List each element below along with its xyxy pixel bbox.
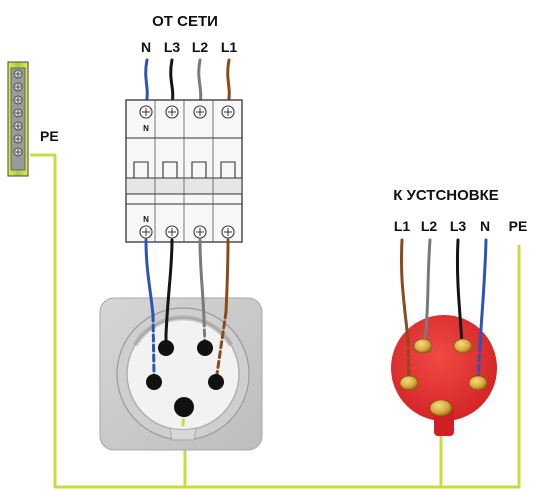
- plug-pins: [399, 338, 488, 417]
- target-label-l2: L2: [421, 218, 438, 234]
- plug-pin-n: [468, 375, 488, 391]
- source-label-l2: L2: [192, 39, 209, 55]
- target-label-l1: L1: [394, 218, 411, 234]
- plug-wire-n: [478, 238, 488, 347]
- plug-pin-l3: [453, 338, 473, 354]
- breaker-n-mark-top: N: [143, 124, 149, 133]
- target-title: К УСТСНОВКЕ: [393, 187, 499, 204]
- pe-busbar: [7, 61, 29, 177]
- source-label-n: N: [141, 39, 151, 55]
- target-label-n: N: [480, 218, 490, 234]
- breaker-n-mark-bottom: N: [143, 215, 149, 224]
- input-wire-l3: [169, 58, 175, 106]
- socket-wire-l3: [164, 238, 174, 337]
- target-label-l3: L3: [450, 218, 467, 234]
- plug-pin-pe: [429, 399, 453, 417]
- input-wire-l2: [197, 58, 203, 106]
- socket-contact-l3: [158, 340, 174, 356]
- socket-wire-l1: [224, 238, 230, 314]
- source-label-l3: L3: [164, 39, 181, 55]
- source-label-l1: L1: [221, 39, 238, 55]
- input-wires: [144, 58, 231, 106]
- socket-wire-n: [144, 238, 155, 317]
- busbar-screws: [13, 69, 23, 157]
- socket-wire-l2: [198, 238, 206, 322]
- plug-pin-l2: [413, 338, 433, 354]
- breaker-to-socket-wires: [144, 238, 230, 427]
- plug-wire-l3: [455, 238, 464, 346]
- breaker-bottom-terminals: [139, 225, 235, 239]
- breaker: N N: [125, 99, 243, 243]
- socket-contact-pe: [174, 397, 194, 417]
- source-title: ОТ СЕТИ: [152, 13, 218, 30]
- plug-wire-l2: [423, 238, 432, 342]
- plug-wire-l1: [399, 238, 410, 342]
- socket-contact-l1: [208, 374, 224, 390]
- socket-contacts: [146, 340, 224, 417]
- socket-contact-n: [146, 374, 162, 390]
- socket-contact-l2: [197, 340, 213, 356]
- plug-pin-l1: [399, 375, 419, 391]
- wall-socket: [99, 297, 263, 451]
- input-wire-n: [144, 58, 149, 106]
- pe-bus-label: PE: [40, 128, 59, 144]
- input-wire-l1: [226, 58, 231, 106]
- target-label-pe: PE: [509, 218, 528, 234]
